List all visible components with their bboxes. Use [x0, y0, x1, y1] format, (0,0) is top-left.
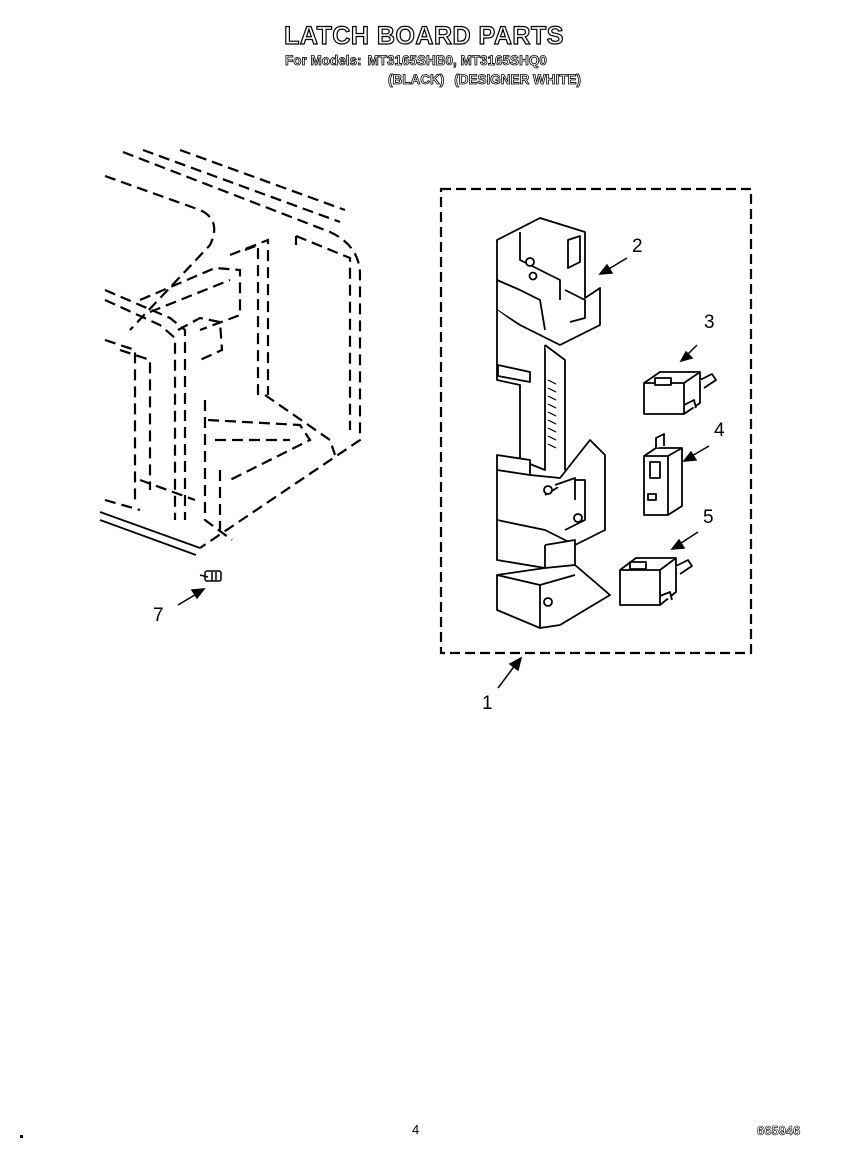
latch-board	[496, 217, 611, 629]
model-numbers: MT3165SHB0, MT3165SHQ0	[367, 53, 547, 69]
part-4-switch	[643, 433, 683, 516]
part-7-screw	[199, 570, 222, 582]
callout-3: 3	[704, 312, 715, 333]
oven-cavity-solid	[99, 511, 201, 556]
callout-5: 5	[703, 507, 714, 528]
document-number: 665946	[757, 1123, 801, 1139]
page-title: LATCH BOARD PARTS	[284, 21, 564, 50]
kit-boundary	[439, 187, 753, 655]
part-3-switch	[643, 371, 717, 415]
part-5-switch	[619, 557, 693, 606]
leader-lines	[177, 257, 710, 689]
variant-white: (DESIGNER WHITE)	[454, 72, 582, 88]
models-label: For Models:	[285, 53, 362, 69]
page-number: 4	[412, 1122, 420, 1137]
callout-1: 1	[482, 693, 493, 714]
callout-4: 4	[714, 420, 725, 441]
models-line: For Models: MT3165SHB0, MT3165SHQ0	[285, 53, 548, 69]
oven-cavity-outline	[104, 148, 362, 549]
variants-line: (BLACK) (DESIGNER WHITE)	[388, 72, 591, 88]
callout-7: 7	[153, 605, 164, 626]
callout-2: 2	[632, 236, 643, 257]
variant-black: (BLACK)	[388, 72, 445, 88]
corner-mark	[20, 1135, 23, 1138]
